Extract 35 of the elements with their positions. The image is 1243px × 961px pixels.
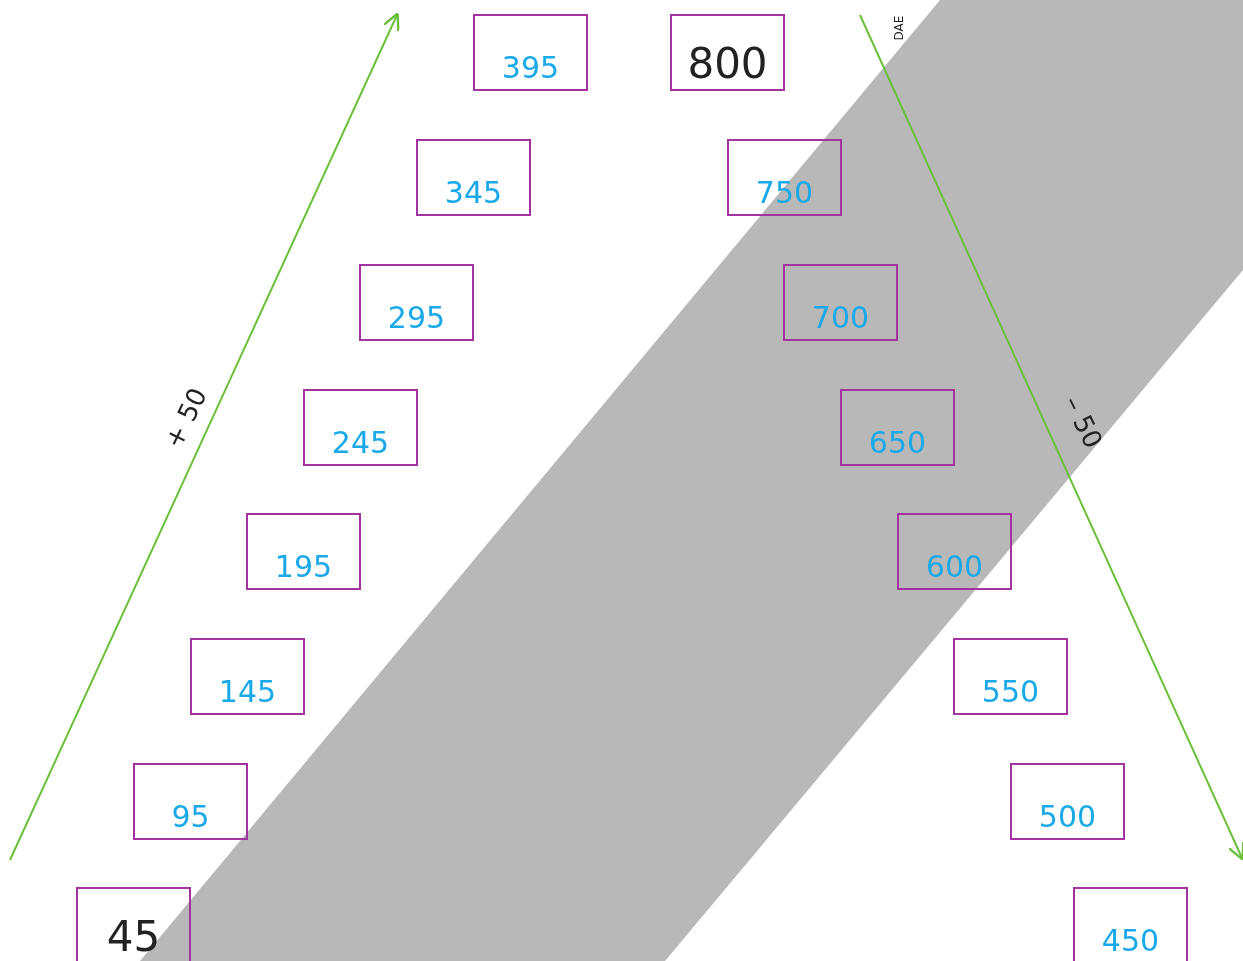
number-box [246,513,361,590]
number-box [133,763,248,840]
answer-number: 345 [443,178,504,208]
given-number: 800 [686,43,769,85]
number-box [1073,887,1188,961]
number-box [670,14,785,91]
answer-number: 500 [1037,802,1098,832]
number-box [473,14,588,91]
number-box [727,139,842,216]
number-box [783,264,898,341]
author-mark: DAE [892,15,905,41]
number-box [840,389,955,466]
answer-number: 750 [754,178,815,208]
number-box [190,638,305,715]
number-box [1010,763,1125,840]
answer-number: 700 [810,303,871,333]
answer-number: 95 [170,802,211,832]
answer-number: 650 [867,428,928,458]
number-box [303,389,418,466]
given-number: 45 [105,916,162,958]
step-label: – 50 [1059,391,1107,453]
answer-number: 600 [924,552,985,582]
answer-number: 245 [330,428,391,458]
number-box [416,139,531,216]
answer-number: 295 [386,303,447,333]
number-box [953,638,1068,715]
number-box [359,264,474,341]
answer-number: 450 [1100,926,1161,956]
number-box [897,513,1012,590]
step-label: + 50 [159,383,211,453]
answer-number: 145 [217,677,278,707]
answer-number: 395 [500,53,561,83]
answer-number: 195 [273,552,334,582]
number-box [76,887,191,961]
answer-number: 550 [980,677,1041,707]
